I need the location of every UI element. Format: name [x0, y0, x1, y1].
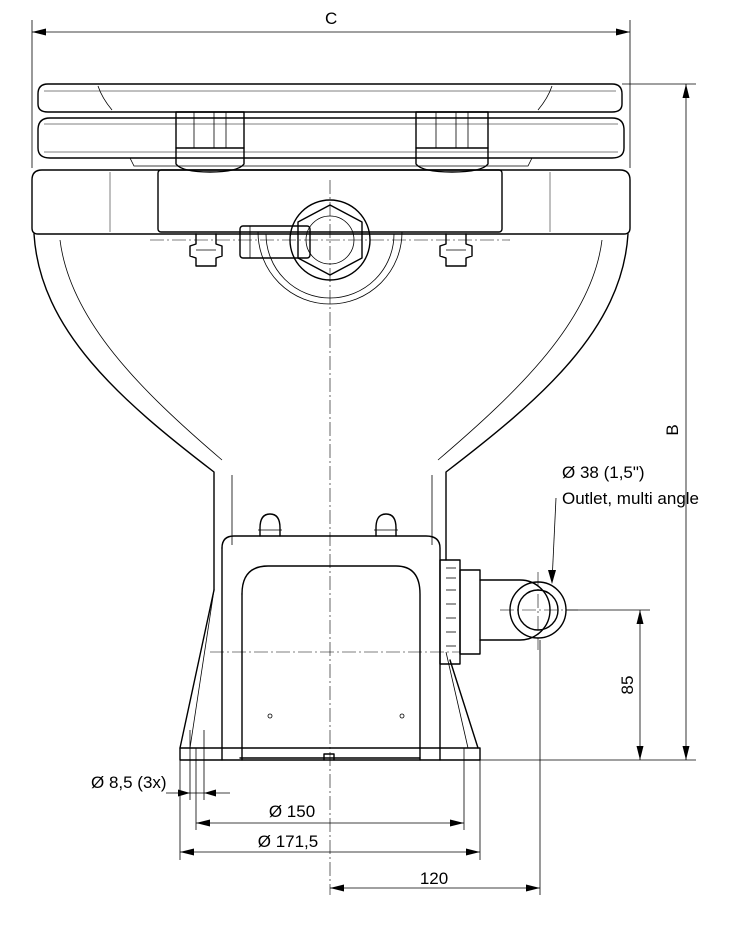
- outlet-size-label: Ø 38 (1,5"): [562, 463, 645, 482]
- dimension-b-label: B: [663, 424, 682, 435]
- dimension-171: [179, 760, 481, 860]
- dimension-b: [480, 83, 696, 761]
- dimension-150: [195, 760, 465, 830]
- bowl-body: [33, 233, 629, 591]
- dimension-85: [566, 609, 650, 760]
- outlet-pipe: [439, 559, 567, 665]
- dimension-120-label: 120: [420, 869, 448, 888]
- rim-bolt-right: [439, 233, 473, 267]
- dimension-171-label: Ø 171,5: [258, 832, 319, 851]
- dimension-c-label: C: [325, 9, 337, 28]
- centerlines: [150, 180, 578, 895]
- rim-bolt-left: [189, 233, 223, 267]
- dimension-85-label: 85: [618, 676, 637, 695]
- outlet-description-label: Outlet, multi angle: [562, 489, 699, 508]
- dimension-hole: [166, 730, 230, 800]
- toilet-seat: [37, 117, 625, 167]
- toilet-lid: [37, 83, 623, 113]
- dimension-c: [31, 20, 631, 168]
- dimension-hole-label: Ø 8,5 (3x): [91, 773, 167, 792]
- left-hinge: [175, 111, 245, 173]
- base-nut-right: [374, 513, 398, 537]
- outlet-callout: [548, 497, 557, 584]
- right-hinge: [415, 111, 489, 173]
- dimension-150-label: Ø 150: [269, 802, 315, 821]
- base-nut-left: [258, 513, 282, 537]
- bowl-rim: [31, 169, 631, 235]
- dimension-120: [330, 640, 541, 895]
- water-inlet: [239, 199, 403, 305]
- base-housing: [179, 535, 479, 761]
